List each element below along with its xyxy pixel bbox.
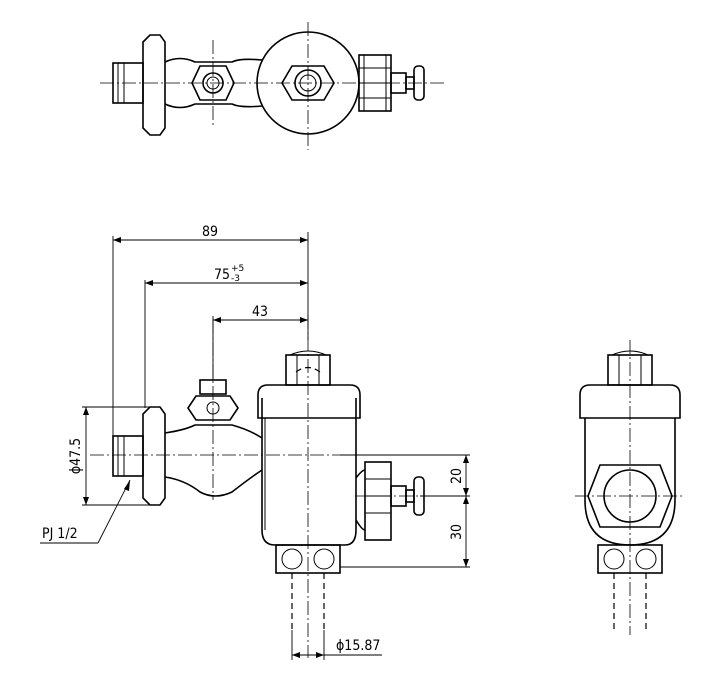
dim-89: 89 [202, 224, 218, 240]
front-view [90, 315, 440, 658]
top-view [100, 22, 445, 150]
dim-75-tol-upper: +5 [231, 264, 244, 274]
dimension-lines [40, 232, 470, 660]
dim-43: 43 [252, 304, 268, 320]
dim-30: 30 [449, 524, 465, 540]
thread-label: PJ 1/2 [42, 526, 78, 542]
dim-75-tol-lower: -3 [231, 274, 240, 284]
dim-20: 20 [449, 468, 465, 484]
dim-75: 75 [214, 267, 230, 283]
dim-pipe-diameter: ϕ15.87 [336, 638, 380, 654]
dim-flange-diameter: ϕ47.5 [68, 438, 84, 474]
side-view [575, 340, 685, 635]
